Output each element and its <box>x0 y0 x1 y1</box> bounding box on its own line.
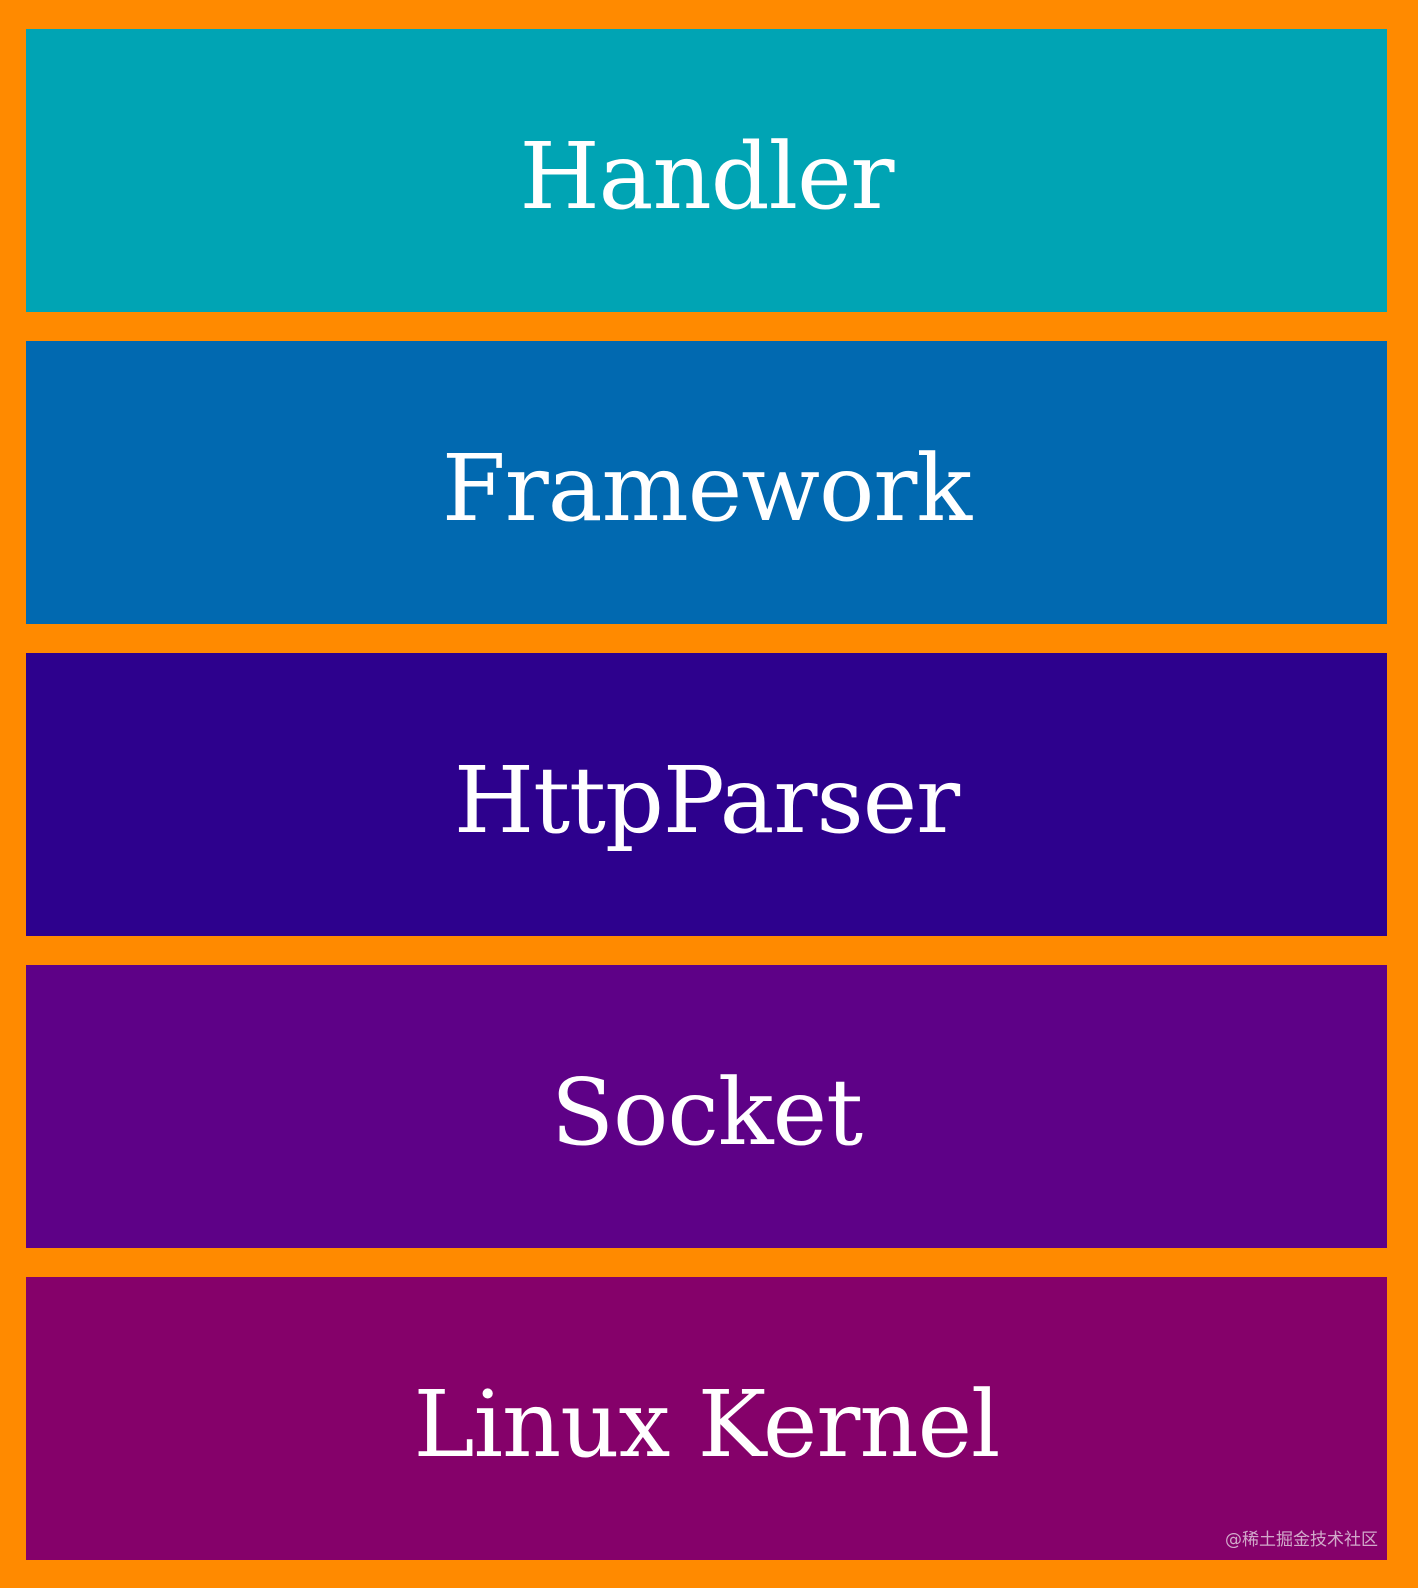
layer-handler: Handler <box>26 29 1387 312</box>
watermark: @稀土掘金技术社区 <box>1225 1530 1378 1550</box>
layer-linux-kernel: Linux Kernel <box>26 1277 1387 1560</box>
layer-framework: Framework <box>26 341 1387 624</box>
layer-httpparser-label: HttpParser <box>453 747 960 854</box>
layer-httpparser: HttpParser <box>26 653 1387 936</box>
layer-framework-label: Framework <box>441 435 972 542</box>
layer-socket-label: Socket <box>550 1059 863 1166</box>
layer-linux-kernel-label: Linux Kernel <box>413 1371 1001 1478</box>
layer-handler-label: Handler <box>519 123 894 230</box>
layer-socket: Socket <box>26 965 1387 1248</box>
